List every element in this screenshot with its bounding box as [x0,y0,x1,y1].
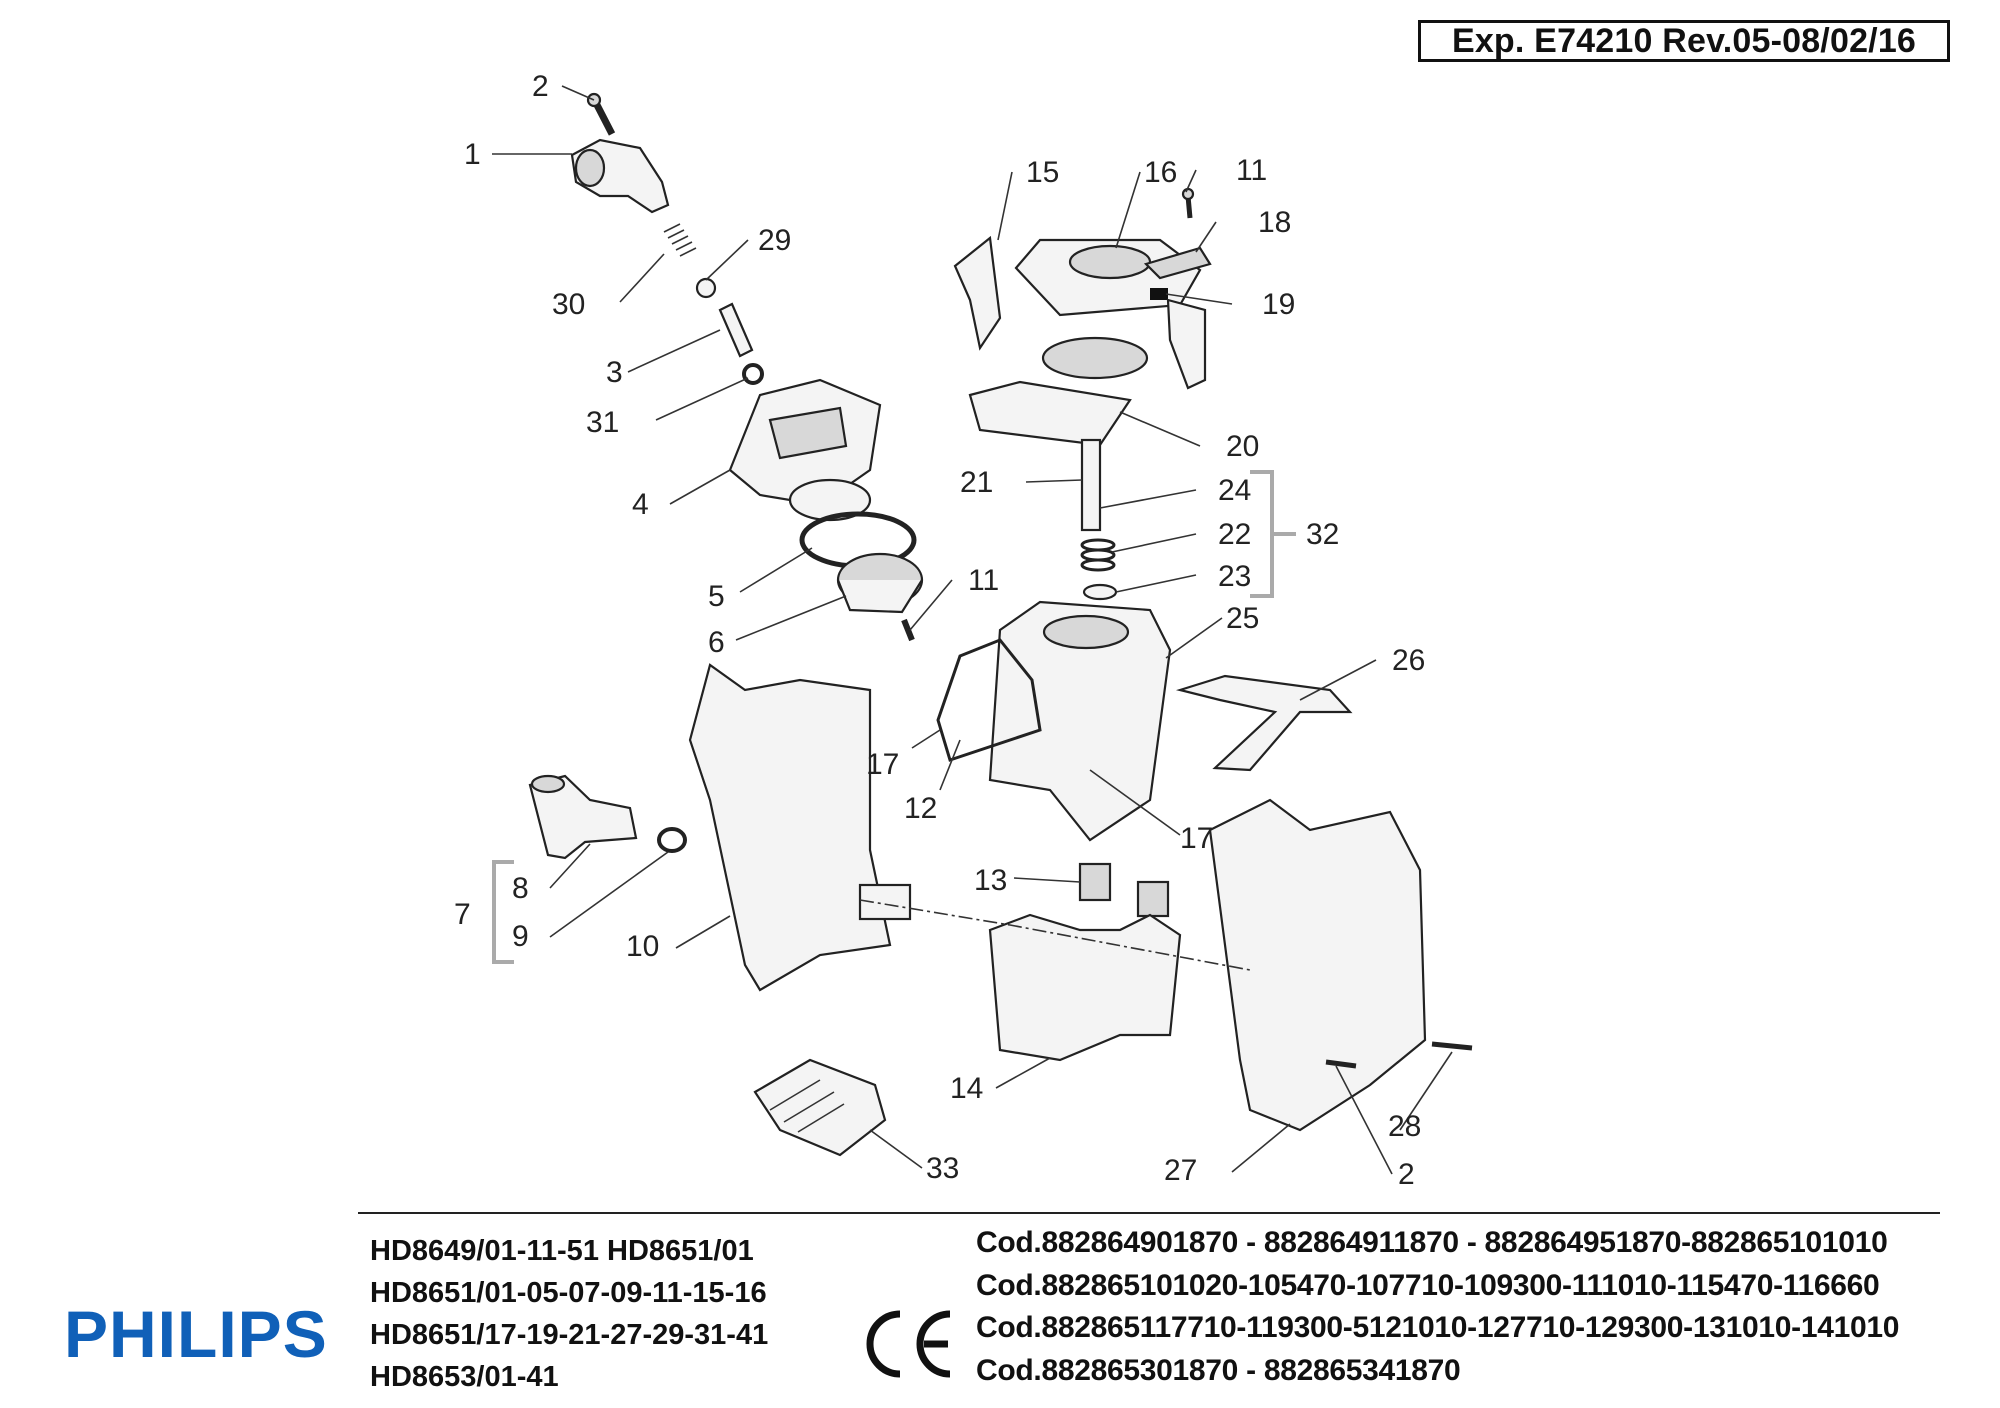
callout-27: 27 [1164,1154,1197,1187]
part-15-clip [953,235,1002,351]
callout-32: 32 [1306,518,1339,551]
leader-lines [492,85,1453,1175]
part-20-tray [968,380,1132,447]
callout-22: 22 [1218,518,1251,551]
callout-29: 29 [758,224,791,257]
bracket-7 [492,860,514,964]
part-29-oring [695,277,717,299]
callout-33: 33 [926,1152,959,1185]
callout-2-bottom: 2 [1398,1158,1415,1191]
part-31-ring [742,363,764,385]
part-2-screw [586,92,616,136]
callout-17: 17 [866,748,899,781]
callout-17-right: 17 [1180,822,1213,855]
part-6-filter [836,552,924,614]
code-line: Cod.882865117710-119300-5121010-127710-1… [976,1311,1900,1344]
callout-13: 13 [974,864,1007,897]
part-25-chamber [988,600,1172,842]
part-handle [1166,298,1207,390]
callout-28: 28 [1388,1110,1421,1143]
part-30-spring [663,223,697,257]
revision-label: Exp. E74210 Rev.05-08/02/16 [1418,20,1950,62]
callout-2: 2 [532,70,549,103]
part-13-block [1078,862,1112,902]
callout-12: 12 [904,792,937,825]
part-22-spring [1080,538,1116,572]
part-10-left-frame [688,663,912,992]
callout-8: 8 [512,872,529,905]
callout-31: 31 [586,406,619,439]
code-list: Cod.882864901870 - 882864911870 - 882864… [976,1222,1899,1392]
callout-9: 9 [512,920,529,953]
part-disc [1041,336,1149,380]
part-18-lever [1143,246,1212,280]
model-list: HD8649/01-11-51 HD8651/01 HD8651/01-05-0… [370,1230,768,1398]
revision-text: Exp. E74210 Rev.05-08/02/16 [1451,21,1917,60]
part-14-bracket [988,913,1182,1062]
part-2-screw-bottom [1325,1059,1357,1069]
callout-19: 19 [1262,288,1295,321]
callout-1: 1 [464,138,481,171]
model-line: HD8651/17-19-21-27-29-31-41 [370,1319,769,1351]
ce-mark-icon [866,1310,951,1378]
code-line: Cod.882864901870 - 882864911870 - 882864… [976,1226,1888,1259]
callout-23: 23 [1218,560,1251,593]
callout-18: 18 [1258,206,1291,239]
footer-divider [358,1212,1940,1214]
part-4-brew-head [728,378,882,522]
callout-24: 24 [1218,474,1251,507]
callout-30: 30 [552,288,585,321]
part-21-rod [1080,438,1102,532]
callout-6: 6 [708,626,725,659]
part-19-spring [1150,288,1168,300]
code-line: Cod.882865101020-105470-107710-109300-11… [976,1268,1880,1302]
part-26-arm [1175,674,1353,772]
model-line: HD8651/01-05-07-09-11-15-16 [370,1277,767,1309]
callout-7: 7 [454,898,471,931]
callout-3: 3 [606,356,623,389]
callout-21: 21 [960,466,993,499]
part-8-nozzle [528,774,638,860]
part-1-valve [570,138,670,214]
part-11-screw-top [1181,187,1195,219]
exploded-parts-diagram: 2 1 29 30 3 31 4 5 6 11 15 16 11 18 19 2… [454,70,1473,1191]
part-27-right-frame [1208,798,1427,1132]
callout-15: 15 [1026,156,1059,189]
part-11-screw [901,618,915,642]
callout-25: 25 [1226,602,1259,635]
callout-5: 5 [708,580,725,613]
part-3-pin [718,302,754,358]
callout-4: 4 [632,488,649,521]
code-line: Cod.882865301870 - 882865341870 [976,1353,1461,1387]
part-28-screw [1431,1041,1473,1051]
callout-16: 16 [1144,156,1177,189]
callout-20: 20 [1226,430,1259,463]
callout-14: 14 [950,1072,983,1105]
part-33-cover [753,1058,887,1157]
bracket-32 [1250,470,1274,598]
callout-11-top: 11 [1236,154,1267,187]
axis-line [859,899,1251,971]
callout-11: 11 [968,564,999,597]
part-23-washer [1082,583,1118,601]
part-12-wire [936,638,1042,762]
model-line: HD8653/01-41 [370,1361,559,1393]
callout-10: 10 [626,930,659,963]
callout-26: 26 [1392,644,1425,677]
brand-logo: PHILIPS [64,1297,328,1371]
model-line: HD8649/01-11-51 HD8651/01 [370,1235,754,1267]
part-13-block-2 [1136,880,1170,918]
part-9-oring [657,827,687,853]
